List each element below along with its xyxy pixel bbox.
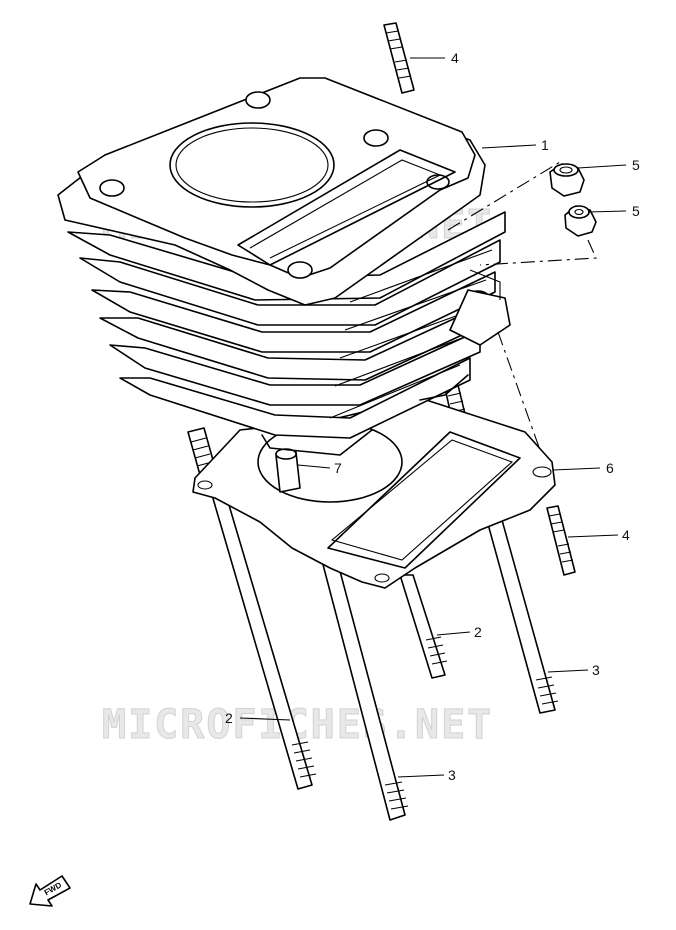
- dowel-pin: [275, 448, 301, 493]
- callout-3-left: 3: [448, 767, 456, 783]
- callout-2-right: 2: [474, 624, 482, 640]
- stud-center: [399, 574, 448, 679]
- callout-4-top: 4: [451, 50, 459, 66]
- callout-1: 1: [541, 137, 549, 153]
- fwd-arrow-icon: FWD: [29, 875, 71, 907]
- callout-2-left: 2: [225, 710, 233, 726]
- callout-5-top: 5: [632, 157, 640, 173]
- nut-upper: [549, 163, 585, 197]
- long-stud-right: [479, 494, 559, 714]
- callout-3-right: 3: [592, 662, 600, 678]
- callout-7: 7: [334, 460, 342, 476]
- stud-upper: [383, 22, 415, 94]
- watermark-bottom: MICROFICHES.NET: [102, 702, 493, 748]
- callout-4-bottom: 4: [622, 527, 630, 543]
- callout-6: 6: [606, 460, 614, 476]
- stud-lower-right: [546, 505, 576, 576]
- cylinder-body: [57, 77, 511, 456]
- nut-lower: [564, 205, 597, 237]
- callout-5-bottom: 5: [632, 203, 640, 219]
- leader-lines: [239, 57, 627, 778]
